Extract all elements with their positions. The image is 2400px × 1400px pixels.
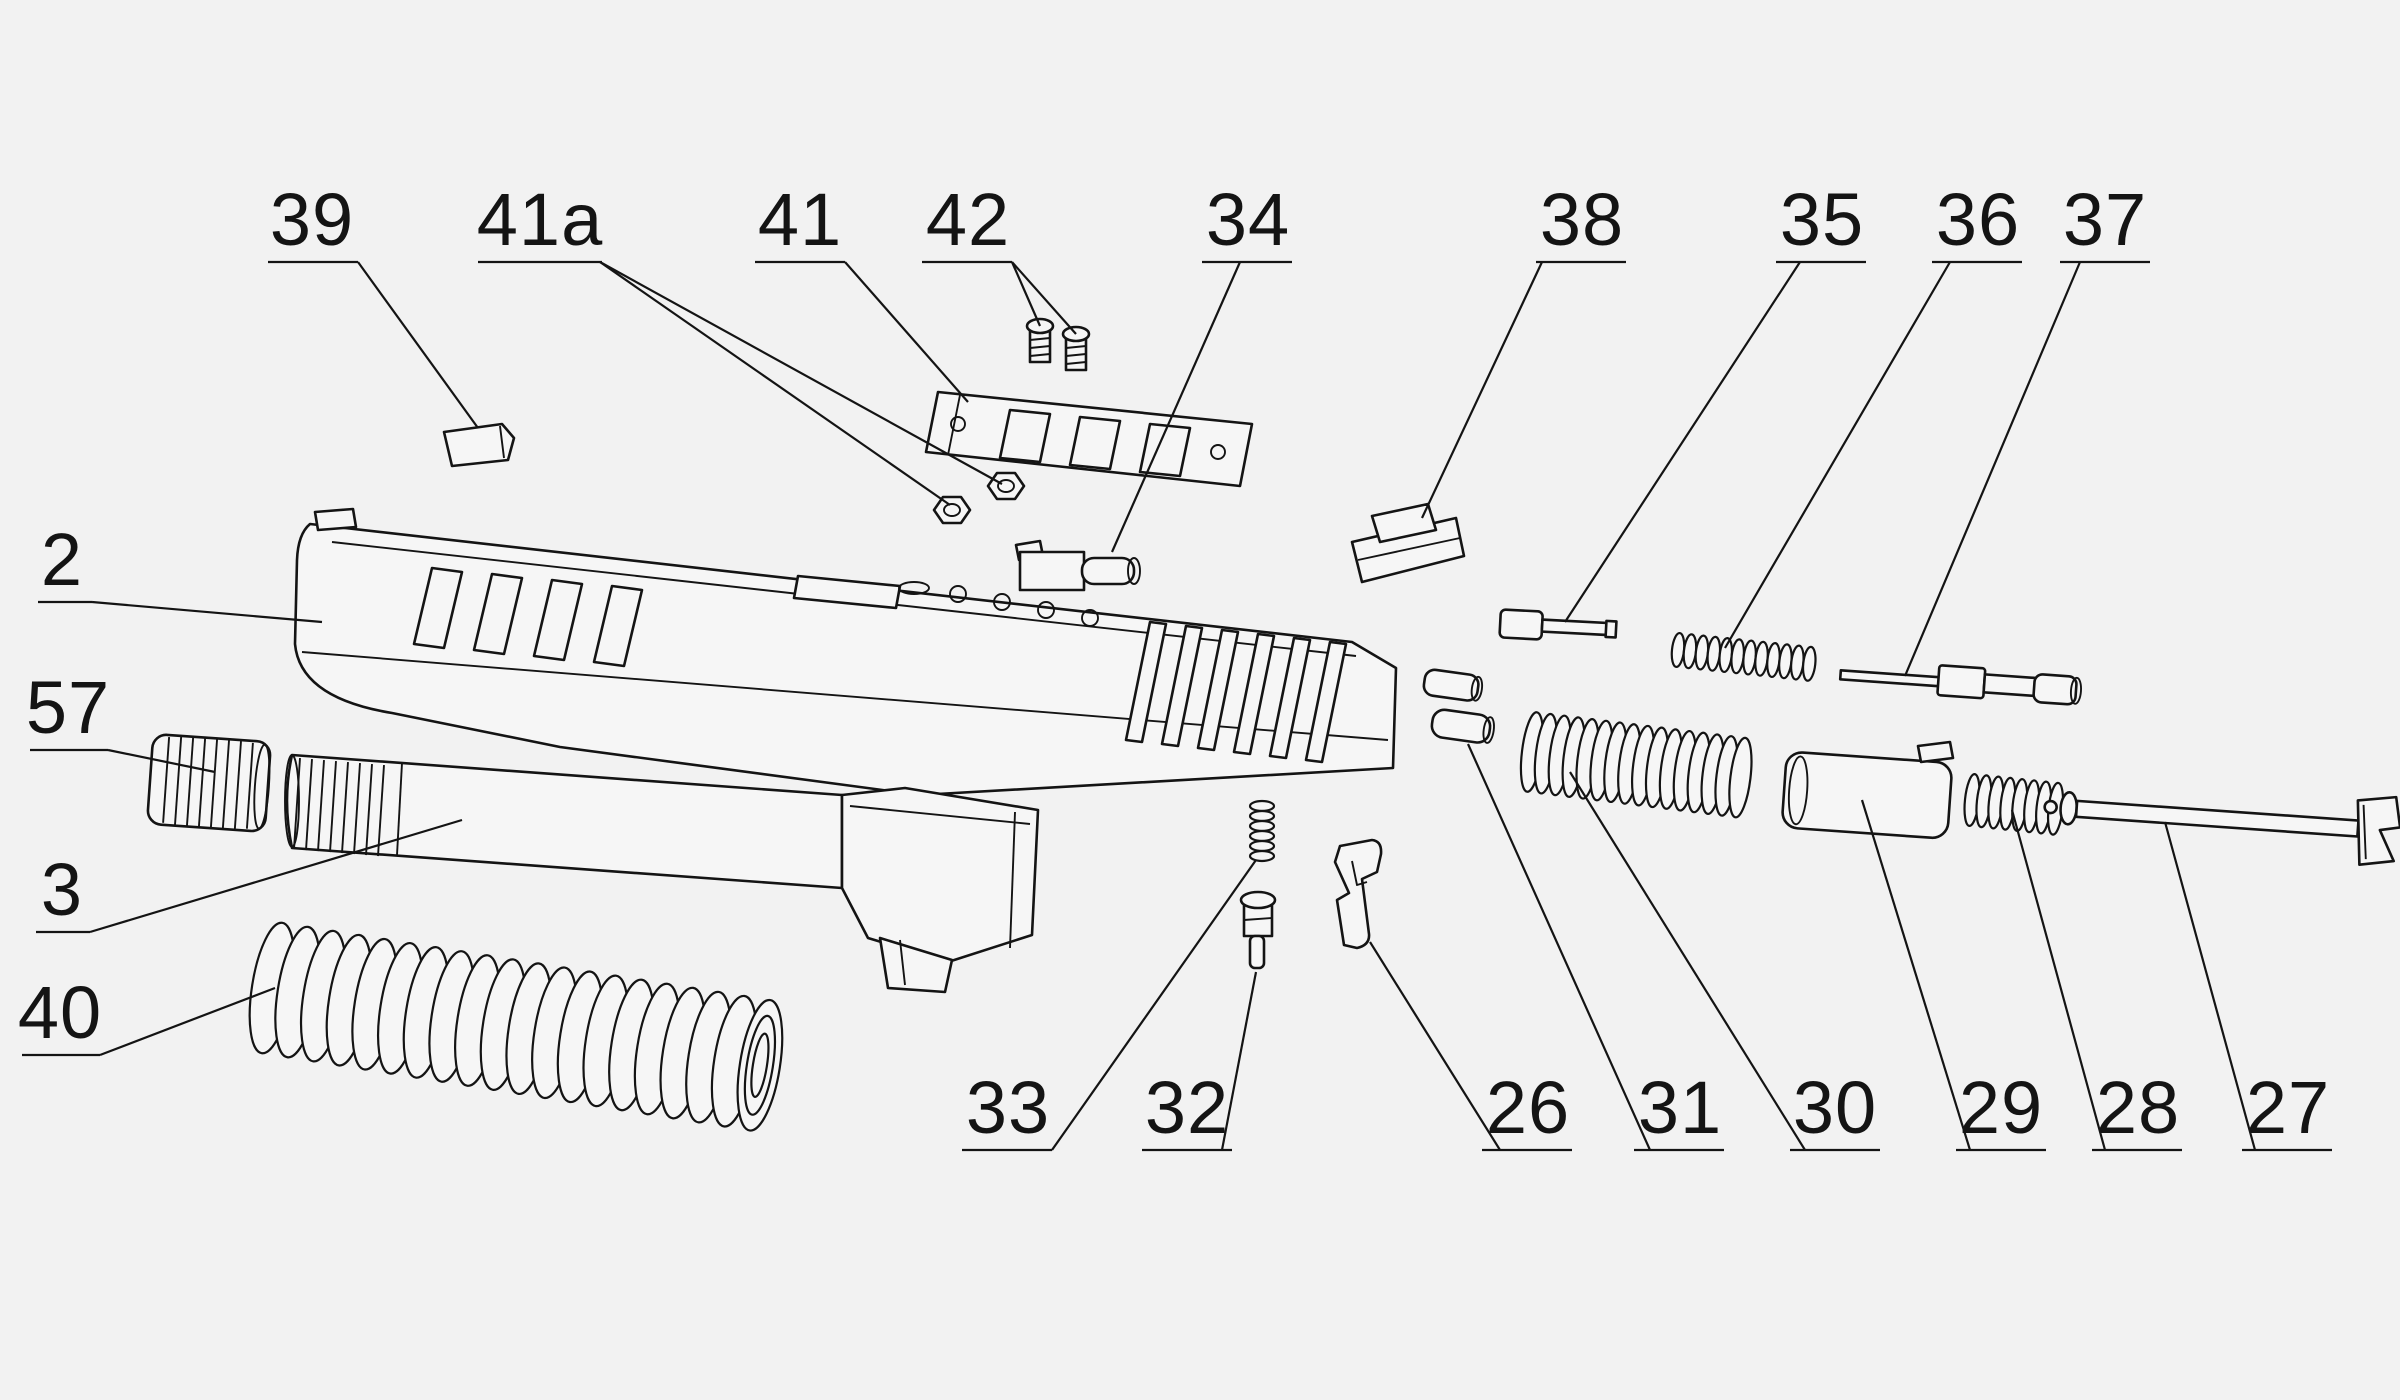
firing-pin-part bbox=[1838, 664, 2082, 706]
label-3: 3 bbox=[41, 848, 83, 931]
thread-protector-part bbox=[146, 733, 272, 833]
barrel-part bbox=[284, 753, 1040, 994]
label-37: 37 bbox=[2063, 178, 2147, 261]
recoil-spring-part bbox=[240, 918, 792, 1135]
label-38: 38 bbox=[1540, 178, 1624, 261]
plate-screws-part bbox=[1025, 317, 1091, 372]
leader-39 bbox=[357, 261, 479, 429]
front-sight-boss bbox=[313, 507, 358, 532]
label-39: 39 bbox=[270, 178, 354, 261]
optic-cover-plate-part bbox=[924, 390, 1254, 488]
label-31: 31 bbox=[1638, 1066, 1722, 1149]
detent-plunger-part bbox=[1239, 890, 1277, 970]
label-33: 33 bbox=[966, 1066, 1050, 1149]
leader-36 bbox=[1724, 261, 1951, 649]
leader-lines bbox=[89, 261, 2257, 1151]
leader-42-1 bbox=[1010, 261, 1042, 327]
label-27: 27 bbox=[2246, 1066, 2330, 1149]
leader-31 bbox=[1466, 743, 1652, 1151]
label-41a: 41a bbox=[477, 178, 603, 261]
callout-labels: 39 41a 41 42 34 38 35 36 37 2 57 3 40 33… bbox=[18, 178, 2332, 1152]
leader-32 bbox=[1220, 971, 1258, 1151]
leader-42-2 bbox=[1011, 261, 1077, 335]
label-28: 28 bbox=[2096, 1066, 2180, 1149]
label-32: 32 bbox=[1145, 1066, 1229, 1149]
detent-spring-part bbox=[1248, 799, 1276, 863]
leader-41a-1 bbox=[599, 261, 951, 506]
leader-40 bbox=[99, 986, 276, 1057]
leader-38 bbox=[1421, 261, 1543, 519]
leader-26 bbox=[1369, 941, 1501, 1151]
label-26: 26 bbox=[1486, 1066, 1570, 1149]
firing-pin-spring-part bbox=[1669, 631, 1819, 683]
label-30: 30 bbox=[1793, 1066, 1877, 1149]
striker-spring-part bbox=[1516, 709, 1757, 820]
leader-34 bbox=[1110, 261, 1242, 553]
leader-37 bbox=[1903, 261, 2082, 677]
leader-57 bbox=[107, 748, 216, 774]
label-41: 41 bbox=[758, 178, 842, 261]
front-sight-part bbox=[442, 422, 516, 468]
striker-sleeves-part bbox=[1422, 668, 1495, 744]
leader-41a-2 bbox=[599, 261, 1003, 485]
label-42: 42 bbox=[926, 178, 1010, 261]
label-2: 2 bbox=[41, 518, 83, 601]
leader-2 bbox=[91, 600, 323, 624]
spring-sleeve-part bbox=[1781, 751, 1953, 840]
label-35: 35 bbox=[1780, 178, 1864, 261]
label-40: 40 bbox=[18, 971, 102, 1054]
label-29: 29 bbox=[1959, 1066, 2043, 1149]
leader-35 bbox=[1564, 261, 1801, 623]
leader-33 bbox=[1051, 859, 1257, 1151]
retainer-clip-part bbox=[1916, 740, 1955, 764]
label-34: 34 bbox=[1206, 178, 1290, 261]
indicator-block-part bbox=[1014, 539, 1141, 592]
extractor-part bbox=[1333, 838, 1383, 950]
label-57: 57 bbox=[26, 666, 110, 749]
guide-rod-part bbox=[2043, 791, 2400, 867]
leader-28 bbox=[2010, 809, 2107, 1151]
firing-pin-safety-part bbox=[1498, 608, 1618, 641]
leader-27 bbox=[2163, 821, 2257, 1151]
label-36: 36 bbox=[1936, 178, 2020, 261]
leader-3 bbox=[89, 818, 463, 934]
leader-30 bbox=[1569, 771, 1806, 1151]
plate-nuts-part bbox=[932, 471, 1026, 525]
leader-41 bbox=[844, 261, 969, 403]
slide-part bbox=[293, 507, 1398, 797]
rear-sight-part bbox=[1350, 502, 1466, 584]
leader-29 bbox=[1860, 799, 1972, 1151]
